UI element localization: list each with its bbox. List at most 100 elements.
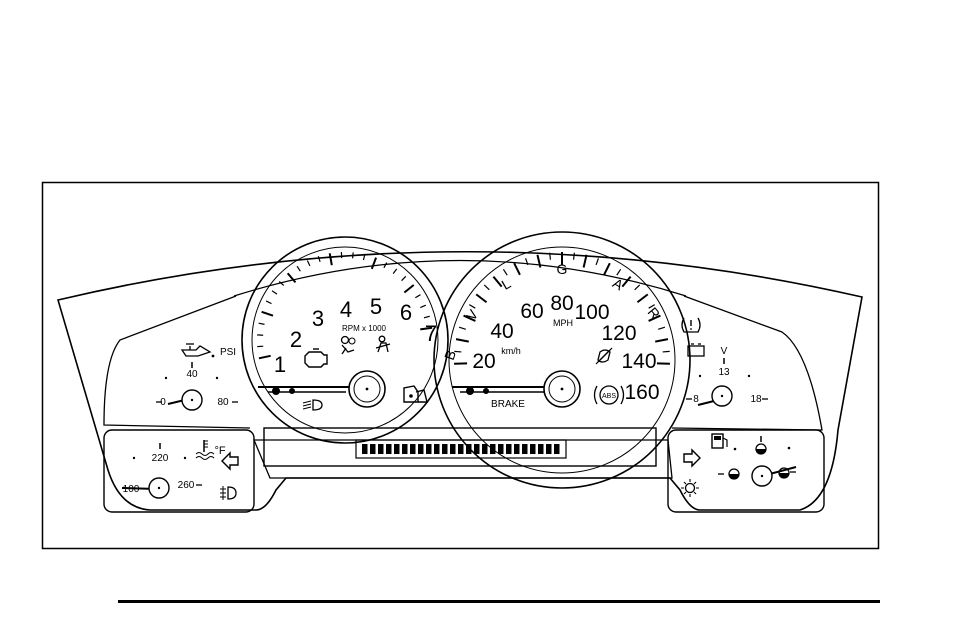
fuel-pump-icon xyxy=(711,433,728,449)
odometer-segment xyxy=(394,444,400,454)
speedo-tick xyxy=(483,284,490,291)
kmh-label: km/h xyxy=(501,346,521,356)
odometer-segment xyxy=(514,444,520,454)
odometer-segment xyxy=(498,444,504,454)
fuel-gauge xyxy=(711,433,797,487)
abs-icon: ABS xyxy=(593,385,625,405)
mph-label: MPH xyxy=(553,318,573,328)
coolant-temp-gauge: °F 100 220 260 xyxy=(121,440,226,499)
tach-tick xyxy=(352,252,354,259)
odometer-segment xyxy=(554,444,560,454)
security-lamp-icon xyxy=(681,479,699,497)
speedo-needle-pivot-right xyxy=(483,388,489,394)
odometer-segment xyxy=(474,444,480,454)
tach-tick xyxy=(420,326,433,331)
tach-tick-marks xyxy=(257,252,433,360)
gear-indicator-v: V xyxy=(463,306,482,323)
speedo-tick xyxy=(655,338,669,343)
odometer-segment xyxy=(402,444,408,454)
diagram-border xyxy=(41,181,880,550)
door-ajar-icon xyxy=(403,385,428,403)
speedo-tick xyxy=(636,293,649,304)
odometer-segment xyxy=(434,444,440,454)
odometer-segment xyxy=(538,444,544,454)
speedo-tick xyxy=(513,262,521,276)
oil-can-icon xyxy=(180,343,215,358)
odometer-segment xyxy=(442,444,448,454)
tach-tick xyxy=(261,310,274,317)
odometer-segment xyxy=(530,444,536,454)
speedo-tick xyxy=(616,268,622,276)
gear-indicator-b: B xyxy=(441,348,459,362)
tach-label-5: 5 xyxy=(370,294,382,319)
speedo-label-140: 140 xyxy=(621,350,656,373)
odometer-segment xyxy=(450,444,456,454)
odometer-segment xyxy=(378,444,384,454)
lower-left-pod xyxy=(103,429,255,513)
speedo-tick xyxy=(475,293,488,304)
tach-label-6: 6 xyxy=(400,300,412,325)
tach-label-4: 4 xyxy=(340,297,352,322)
oil-value-0: 0 xyxy=(160,397,166,408)
tach-label-2: 2 xyxy=(290,327,302,352)
tire-pressure-icon xyxy=(681,317,701,333)
tach-tick xyxy=(392,268,398,275)
battery-icon xyxy=(687,343,705,357)
tach-tick xyxy=(265,300,272,305)
tach-units-label: RPM x 1000 xyxy=(342,324,387,333)
volt-value-18: 18 xyxy=(750,394,762,405)
low-beam-icon xyxy=(302,399,323,411)
tach-tick xyxy=(383,262,388,269)
fog-lamp-icon xyxy=(220,486,237,500)
tach-tick xyxy=(362,254,366,261)
coolant-value-100: 100 xyxy=(123,484,140,495)
coolant-unit-label: °F xyxy=(214,445,225,457)
fuel-full-mark xyxy=(755,436,767,455)
right-turn-arrow-icon xyxy=(683,448,701,468)
speedo-tick-marks xyxy=(454,252,670,365)
tach-tick xyxy=(403,284,415,294)
speedo-label-60: 60 xyxy=(520,300,543,323)
oil-value-40: 40 xyxy=(186,369,198,380)
speedo-tick xyxy=(648,304,656,309)
volt-value-13: 13 xyxy=(718,367,730,378)
speedo-tick xyxy=(502,268,508,276)
speedo-label-40: 40 xyxy=(490,320,513,343)
speedo-tick xyxy=(648,314,661,322)
speedo-tick xyxy=(582,254,588,268)
speedo-tick xyxy=(658,326,666,330)
tach-needle-pivot-right xyxy=(289,388,295,394)
tach-tick xyxy=(258,322,265,325)
oil-unit-label: PSI xyxy=(220,347,236,358)
speedo-tick xyxy=(595,258,599,266)
gear-indicator-l: L xyxy=(499,275,514,293)
speedo-label-120: 120 xyxy=(601,322,636,345)
odometer-segment xyxy=(418,444,424,454)
bottom-rule-line xyxy=(118,600,880,603)
speedo-label-100: 100 xyxy=(574,301,609,324)
odometer-segment xyxy=(370,444,376,454)
speedo-tick xyxy=(603,262,611,276)
tach-tick xyxy=(286,272,297,284)
odometer-segment xyxy=(506,444,512,454)
tach-tick xyxy=(420,304,427,309)
speedo-tick xyxy=(634,284,641,291)
speedo-label-80: 80 xyxy=(550,292,573,315)
fuel-empty-mark xyxy=(718,468,740,480)
housing-inner-arc xyxy=(233,259,687,297)
airbag-icon xyxy=(340,335,356,355)
tach-tick xyxy=(328,253,333,266)
speedo-tick xyxy=(468,304,476,309)
tach-label-7: 7 xyxy=(425,321,437,346)
coolant-value-220: 220 xyxy=(152,453,169,464)
speedo-tick xyxy=(458,326,466,330)
brake-warning-label: BRAKE xyxy=(491,399,525,410)
oil-pressure-gauge: PSI 0 40 80 xyxy=(156,343,238,411)
odometer-inner xyxy=(355,439,567,459)
odometer-segment xyxy=(386,444,392,454)
odometer-segment xyxy=(362,444,368,454)
speedo-tick xyxy=(662,350,670,353)
odometer-segment xyxy=(466,444,472,454)
speedo-needle-pivot-left xyxy=(466,387,474,395)
